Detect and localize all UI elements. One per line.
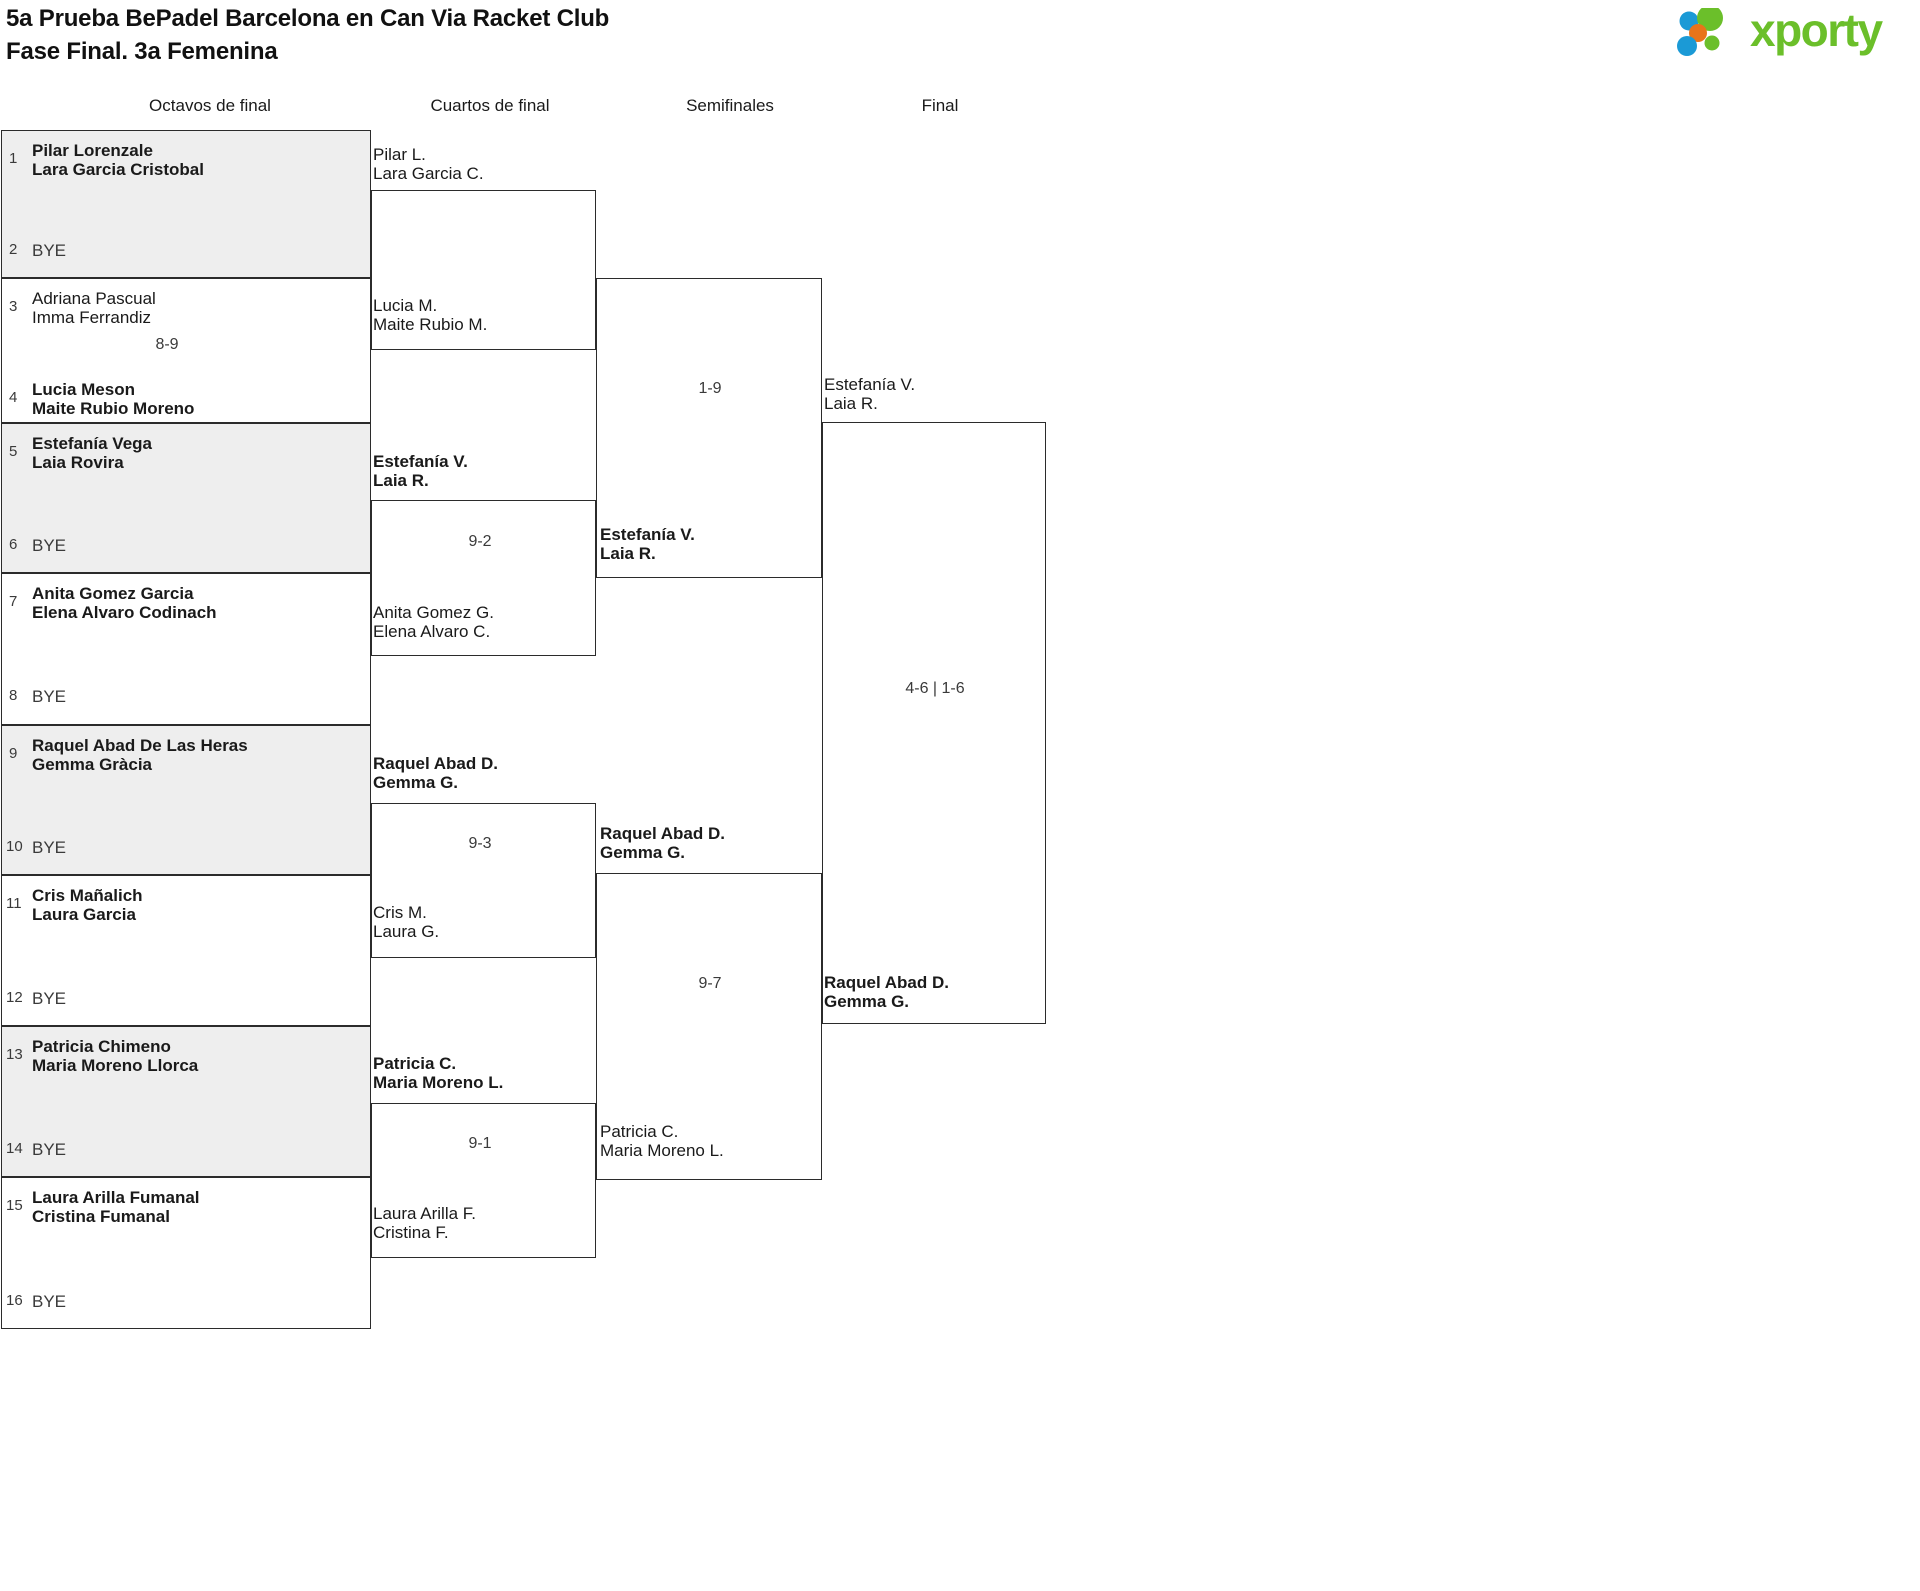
r16-team-13-line1: Patricia Chimeno xyxy=(32,1037,171,1056)
r16-team-3-line1: Adriana Pascual xyxy=(32,289,156,308)
round-header-semis: Semifinales xyxy=(686,96,774,115)
xporty-logo: xporty xyxy=(1676,4,1908,58)
r16-team-1-line2: Lara Garcia Cristobal xyxy=(32,160,204,179)
final-entry-1-line2: Laia R. xyxy=(824,394,878,413)
qf-entry-3-line1: Estefanía V. xyxy=(373,452,468,471)
qf-entry-2-line1: Lucia M. xyxy=(373,296,438,315)
r16-team-9-line1: Raquel Abad De Las Heras xyxy=(32,736,248,755)
seed-number: 12 xyxy=(6,989,23,1006)
sf-entry-3-line2: Maria Moreno L. xyxy=(600,1141,724,1160)
qf-entry-6-line1: Cris M. xyxy=(373,903,427,922)
qf-entry-1-line2: Lara Garcia C. xyxy=(373,164,484,183)
r16-team-11-line2: Laura Garcia xyxy=(32,905,136,924)
r16-team-4-line2: Maite Rubio Moreno xyxy=(32,399,195,418)
r16-team-14-bye: BYE xyxy=(32,1140,67,1159)
seed-number: 15 xyxy=(6,1197,23,1214)
sf-entry-1-line1: Estefanía V. xyxy=(600,525,695,544)
sf-connector-2 xyxy=(596,873,822,1180)
sf-entry-2-line2: Gemma G. xyxy=(600,843,686,862)
qf-connector-1 xyxy=(371,190,596,350)
r16-team-1-line1: Pilar Lorenzale xyxy=(32,141,153,160)
r16-team-5-line2: Laia Rovira xyxy=(32,453,124,472)
seed-number: 8 xyxy=(9,687,18,704)
round-header-octavos: Octavos de final xyxy=(149,96,271,115)
r16-team-7-line1: Anita Gomez Garcia xyxy=(32,584,194,603)
seed-number: 6 xyxy=(9,536,18,553)
r16-score-2: 8-9 xyxy=(155,336,179,353)
final-entry-2-line2: Gemma G. xyxy=(824,992,910,1011)
title-line-2: Fase Final. 3a Femenina xyxy=(6,38,278,65)
seed-number: 14 xyxy=(6,1140,23,1157)
qf-entry-8-line2: Cristina F. xyxy=(373,1223,449,1242)
sf-entry-2-line1: Raquel Abad D. xyxy=(600,824,725,843)
r16-team-9-line2: Gemma Gràcia xyxy=(32,755,153,774)
r16-match-6[interactable]: 11 Cris Mañalich Laura Garcia 12 BYE xyxy=(1,875,371,1026)
r16-team-3-line2: Imma Ferrandiz xyxy=(32,308,152,327)
qf-entry-2-line2: Maite Rubio M. xyxy=(373,315,488,334)
r16-match-2[interactable]: 3 Adriana Pascual Imma Ferrandiz 8-9 4 L… xyxy=(1,278,371,423)
final-entry-1-line1: Estefanía V. xyxy=(824,375,916,394)
r16-team-8-bye: BYE xyxy=(32,687,67,706)
r16-match-7[interactable]: 13 Patricia Chimeno Maria Moreno Llorca … xyxy=(1,1026,371,1177)
seed-number: 7 xyxy=(9,593,18,610)
qf-entry-5-line2: Gemma G. xyxy=(373,773,459,792)
qf-entry-7-line2: Maria Moreno L. xyxy=(373,1073,504,1092)
sf-score-1: 1-9 xyxy=(698,380,722,397)
page-title: 5a Prueba BePadel Barcelona en Can Via R… xyxy=(6,2,609,68)
sf-connector-1 xyxy=(596,278,822,578)
seed-number: 2 xyxy=(9,241,18,258)
qf-score-3: 9-3 xyxy=(468,835,492,852)
qf-entry-7-line1: Patricia C. xyxy=(373,1054,457,1073)
xporty-wordmark: xporty xyxy=(1750,4,1883,56)
r16-team-10-bye: BYE xyxy=(32,838,67,857)
sf-score-2: 9-7 xyxy=(698,975,722,992)
seed-number: 11 xyxy=(6,895,22,912)
r16-team-15-line2: Cristina Fumanal xyxy=(32,1207,170,1226)
qf-entry-6-line2: Laura G. xyxy=(373,922,440,941)
seed-number: 1 xyxy=(9,150,18,167)
r16-team-5-line1: Estefanía Vega xyxy=(32,434,153,453)
r16-match-3[interactable]: 5 Estefanía Vega Laia Rovira 6 BYE xyxy=(1,423,371,573)
qf-connector-3 xyxy=(371,803,596,958)
sf-entry-3-line1: Patricia C. xyxy=(600,1122,679,1141)
qf-score-4: 9-1 xyxy=(468,1135,492,1152)
final-score: 4-6 | 1-6 xyxy=(905,680,965,697)
r16-team-16-bye: BYE xyxy=(32,1292,67,1311)
sf-entry-1-line2: Laia R. xyxy=(600,544,656,563)
r16-team-15-line1: Laura Arilla Fumanal xyxy=(32,1188,200,1207)
qf-connector-4 xyxy=(371,1103,596,1258)
r16-match-1[interactable]: 1 Pilar Lorenzale Lara Garcia Cristobal … xyxy=(1,130,371,278)
round-header-cuartos: Cuartos de final xyxy=(430,96,550,115)
r16-team-13-line2: Maria Moreno Llorca xyxy=(32,1056,199,1075)
round-header-final: Final xyxy=(921,96,959,115)
seed-number: 4 xyxy=(9,389,18,406)
r16-match-8[interactable]: 15 Laura Arilla Fumanal Cristina Fumanal… xyxy=(1,1177,371,1329)
qf-entry-1-line1: Pilar L. xyxy=(373,145,426,164)
qf-score-2: 9-2 xyxy=(468,533,492,550)
final-connector xyxy=(822,422,1046,1024)
seed-number: 5 xyxy=(9,443,18,460)
seed-number: 13 xyxy=(6,1046,23,1063)
qf-entry-8-line1: Laura Arilla F. xyxy=(373,1204,476,1223)
r16-team-11-line1: Cris Mañalich xyxy=(32,886,143,905)
seed-number: 9 xyxy=(9,745,18,762)
r16-match-5[interactable]: 9 Raquel Abad De Las Heras Gemma Gràcia … xyxy=(1,725,371,875)
r16-team-4-line1: Lucia Meson xyxy=(32,380,135,399)
qf-entry-4-line1: Anita Gomez G. xyxy=(373,603,494,622)
r16-team-6-bye: BYE xyxy=(32,536,67,555)
r16-team-12-bye: BYE xyxy=(32,989,67,1008)
seed-number: 10 xyxy=(6,838,23,855)
r16-team-2-bye: BYE xyxy=(32,241,67,260)
r16-match-4[interactable]: 7 Anita Gomez Garcia Elena Alvaro Codina… xyxy=(1,573,371,725)
final-entry-2-line1: Raquel Abad D. xyxy=(824,973,949,992)
title-line-1: 5a Prueba BePadel Barcelona en Can Via R… xyxy=(6,5,610,32)
qf-connector-2 xyxy=(371,500,596,656)
seed-number: 16 xyxy=(6,1292,23,1309)
seed-number: 3 xyxy=(9,298,18,315)
qf-entry-5-line1: Raquel Abad D. xyxy=(373,754,498,773)
qf-entry-4-line2: Elena Alvaro C. xyxy=(373,622,491,641)
qf-entry-3-line2: Laia R. xyxy=(373,471,429,490)
xporty-dots-icon xyxy=(1677,8,1723,56)
r16-team-7-line2: Elena Alvaro Codinach xyxy=(32,603,217,622)
